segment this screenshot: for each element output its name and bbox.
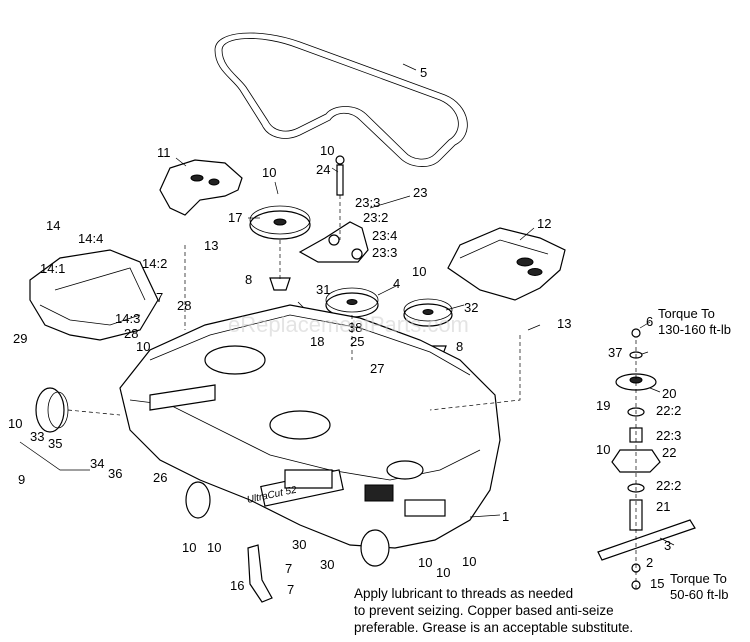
bracket-16 — [247, 544, 273, 603]
callout-32: 32 — [464, 300, 478, 315]
callout-14: 14 — [46, 218, 60, 233]
callout-14-3: 14:3 — [115, 311, 140, 326]
callout-37: 37 — [608, 345, 622, 360]
callout-20: 20 — [662, 386, 676, 401]
callout-30: 30 — [292, 537, 306, 552]
callout-labels: 5 11 10 24 23 23:3 23:2 23:4 23:3 10 17 … — [8, 65, 681, 597]
callout-23: 23 — [413, 185, 427, 200]
callout-12: 12 — [537, 216, 551, 231]
drive-belt — [214, 32, 468, 167]
callout-24: 24 — [316, 162, 330, 177]
callout-7: 7 — [156, 290, 163, 305]
callout-10k: 10 — [436, 565, 450, 580]
note-line-1: Apply lubricant to threads as needed — [354, 586, 574, 601]
callout-21: 21 — [656, 499, 670, 514]
leader-lines — [19, 63, 675, 546]
wheel-front-right — [360, 529, 390, 567]
lubricant-note: Apply lubricant to threads as needed to … — [354, 585, 714, 636]
callout-22-2: 22:2 — [656, 403, 681, 418]
callout-16: 16 — [230, 578, 244, 593]
callout-10j: 10 — [462, 554, 476, 569]
callout-36: 36 — [108, 466, 122, 481]
callout-14-4: 14:4 — [78, 231, 103, 246]
callout-7c: 7 — [287, 582, 294, 597]
callout-34: 34 — [90, 456, 104, 471]
callout-25: 25 — [350, 334, 364, 349]
callout-8: 8 — [245, 272, 252, 287]
callout-4: 4 — [393, 276, 400, 291]
callout-10e: 10 — [596, 442, 610, 457]
belt-cover-right — [447, 227, 566, 301]
callout-17: 17 — [228, 210, 242, 225]
wheel-front-left — [185, 481, 211, 519]
callout-35: 35 — [48, 436, 62, 451]
callout-18: 18 — [310, 334, 324, 349]
idler-arm — [298, 155, 369, 263]
callout-14-2: 14:2 — [142, 256, 167, 271]
assembly-lines — [67, 195, 637, 590]
torque-spec-bottom: Torque To 50-60 ft-lb — [670, 571, 729, 603]
discharge-chute — [29, 249, 159, 341]
callout-28b: 28 — [124, 326, 138, 341]
callout-10d: 10 — [136, 339, 150, 354]
callout-23-3b: 23:3 — [372, 245, 397, 260]
callout-23-3: 23:3 — [355, 195, 380, 210]
note-line-2: to prevent seizing. Copper based anti-se… — [354, 603, 614, 618]
callout-30b: 30 — [320, 557, 334, 572]
callout-5: 5 — [420, 65, 427, 80]
pulley-17 — [249, 205, 311, 240]
callout-22-3: 22:3 — [656, 428, 681, 443]
callout-10i: 10 — [418, 555, 432, 570]
callout-8b: 8 — [456, 339, 463, 354]
callout-33: 33 — [30, 429, 44, 444]
callout-1: 1 — [502, 509, 509, 524]
callout-29: 29 — [13, 331, 27, 346]
callout-19: 19 — [596, 398, 610, 413]
callout-11: 11 — [157, 145, 171, 160]
callout-10c: 10 — [412, 264, 426, 279]
callout-3: 3 — [664, 538, 671, 553]
torque-top-line1: Torque To — [658, 306, 715, 321]
callout-13: 13 — [204, 238, 218, 253]
callout-31: 31 — [316, 282, 330, 297]
torque-bottom-line1: Torque To — [670, 571, 727, 586]
callout-26: 26 — [153, 470, 167, 485]
callout-22: 22 — [662, 445, 676, 460]
callout-7b: 7 — [285, 561, 292, 576]
torque-top-line2: 130-160 ft-lb — [658, 322, 731, 337]
mower-deck — [119, 304, 501, 549]
note-line-3: preferable. Grease is an acceptable subs… — [354, 620, 634, 635]
callout-13b: 13 — [557, 316, 571, 331]
belt-cover-left — [159, 159, 243, 216]
callout-10b: 10 — [262, 165, 276, 180]
spacer-8a — [269, 277, 291, 291]
wheel-33 — [35, 387, 69, 433]
callout-14-1: 14:1 — [40, 261, 65, 276]
callout-23-2: 23:2 — [363, 210, 388, 225]
watermark: eReplacementParts.com — [228, 312, 469, 337]
callout-22-2b: 22:2 — [656, 478, 681, 493]
callout-38: 38 — [348, 320, 362, 335]
callout-15: 15 — [650, 576, 664, 591]
callout-28: 28 — [177, 298, 191, 313]
pulley-32 — [403, 298, 453, 327]
torque-bottom-line2: 50-60 ft-lb — [670, 587, 729, 602]
callout-2: 2 — [646, 555, 653, 570]
callout-9: 9 — [18, 472, 25, 487]
callout-6: 6 — [646, 314, 653, 329]
callout-10g: 10 — [182, 540, 196, 555]
torque-spec-top: Torque To 130-160 ft-lb — [658, 306, 731, 338]
callout-10f: 10 — [8, 416, 22, 431]
callout-10h: 10 — [207, 540, 221, 555]
spindle-stack — [597, 328, 696, 590]
callout-23-4: 23:4 — [372, 228, 397, 243]
pulley-4 — [325, 287, 379, 318]
callout-27: 27 — [370, 361, 384, 376]
callout-10: 10 — [320, 143, 334, 158]
